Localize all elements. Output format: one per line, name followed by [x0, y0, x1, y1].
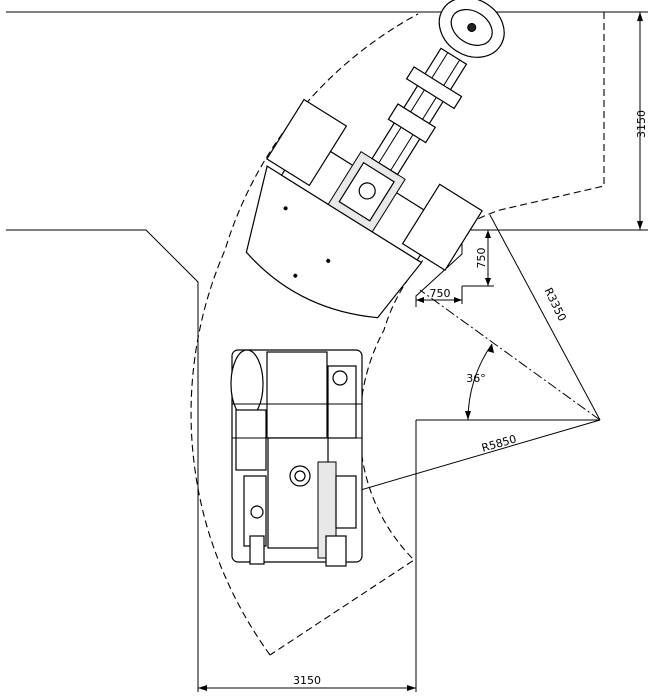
drill-mast	[371, 47, 468, 176]
angle-arrow-top	[487, 344, 494, 353]
machine	[230, 0, 505, 567]
dimension-lines	[198, 11, 648, 691]
machine-boom-assembly	[245, 0, 505, 319]
label-outer-radius: R5850	[480, 432, 518, 454]
machine-rear-body	[230, 349, 363, 567]
label-angle: 36°	[466, 372, 486, 385]
tank-left	[230, 349, 264, 419]
left-wall-line	[6, 229, 199, 692]
label-small-vertical: 750	[475, 248, 488, 269]
front-shield	[245, 165, 423, 319]
label-bottom-horizontal: 3150	[293, 674, 321, 687]
label-small-horizontal: 750	[430, 287, 451, 300]
outer-envelope-line	[190, 13, 419, 656]
inner-radius-line	[489, 214, 601, 421]
angle-ray	[419, 289, 601, 421]
label-right-vertical: 3150	[635, 110, 648, 138]
angle-arrow-bottom	[465, 411, 471, 420]
